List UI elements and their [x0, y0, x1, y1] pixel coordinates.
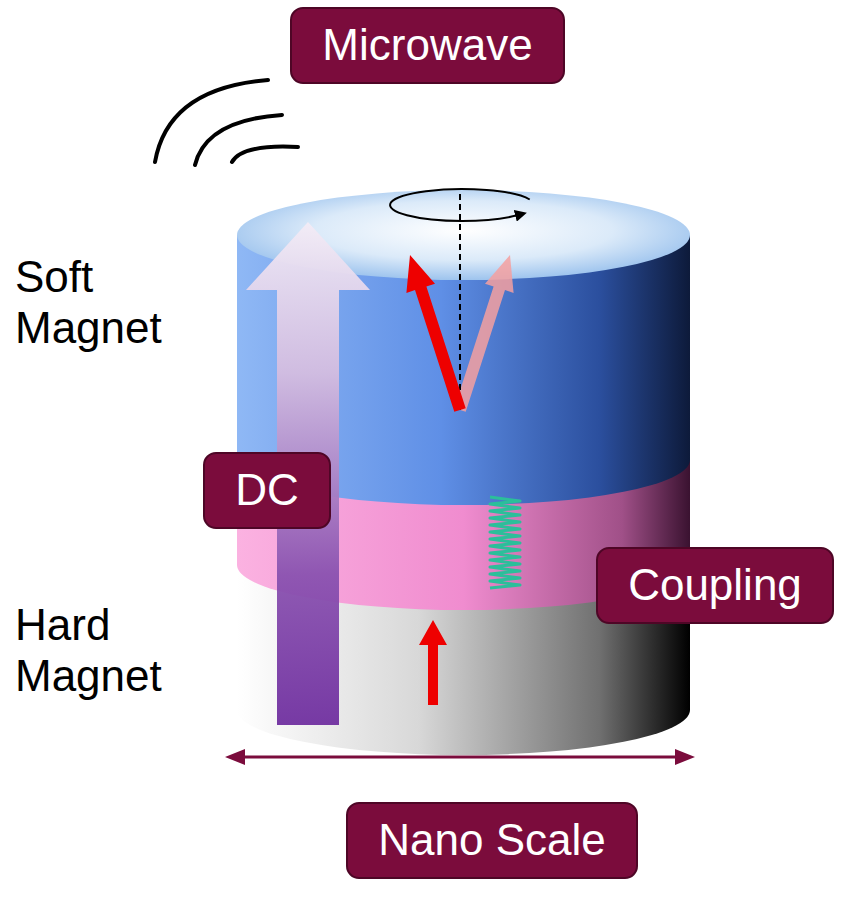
- precession-orbit: [390, 189, 530, 221]
- scale-arrow: [225, 749, 695, 765]
- precession-axis: [459, 192, 461, 410]
- arrowhead: [225, 749, 245, 765]
- scale-line: [240, 756, 680, 759]
- box-text: Coupling: [628, 559, 802, 612]
- layer-label: Soft Magnet: [15, 252, 215, 353]
- microwave-waves: [155, 80, 298, 165]
- arrowhead: [675, 749, 695, 765]
- box-text: Nano Scale: [378, 814, 605, 867]
- label-box: Coupling: [596, 547, 834, 624]
- label-box: DC: [203, 452, 331, 529]
- label-box: Nano Scale: [346, 802, 638, 879]
- layer-label: Hard Magnet: [15, 600, 215, 701]
- box-text: DC: [235, 464, 299, 517]
- spin-arrow: [406, 255, 465, 412]
- faded-spin-arrow: [454, 255, 513, 412]
- box-text: Microwave: [322, 19, 532, 72]
- label-box: Microwave: [290, 7, 565, 84]
- coupling-spring: [490, 497, 520, 588]
- hard-spin-arrow: [419, 620, 447, 705]
- wave-arc: [232, 147, 298, 162]
